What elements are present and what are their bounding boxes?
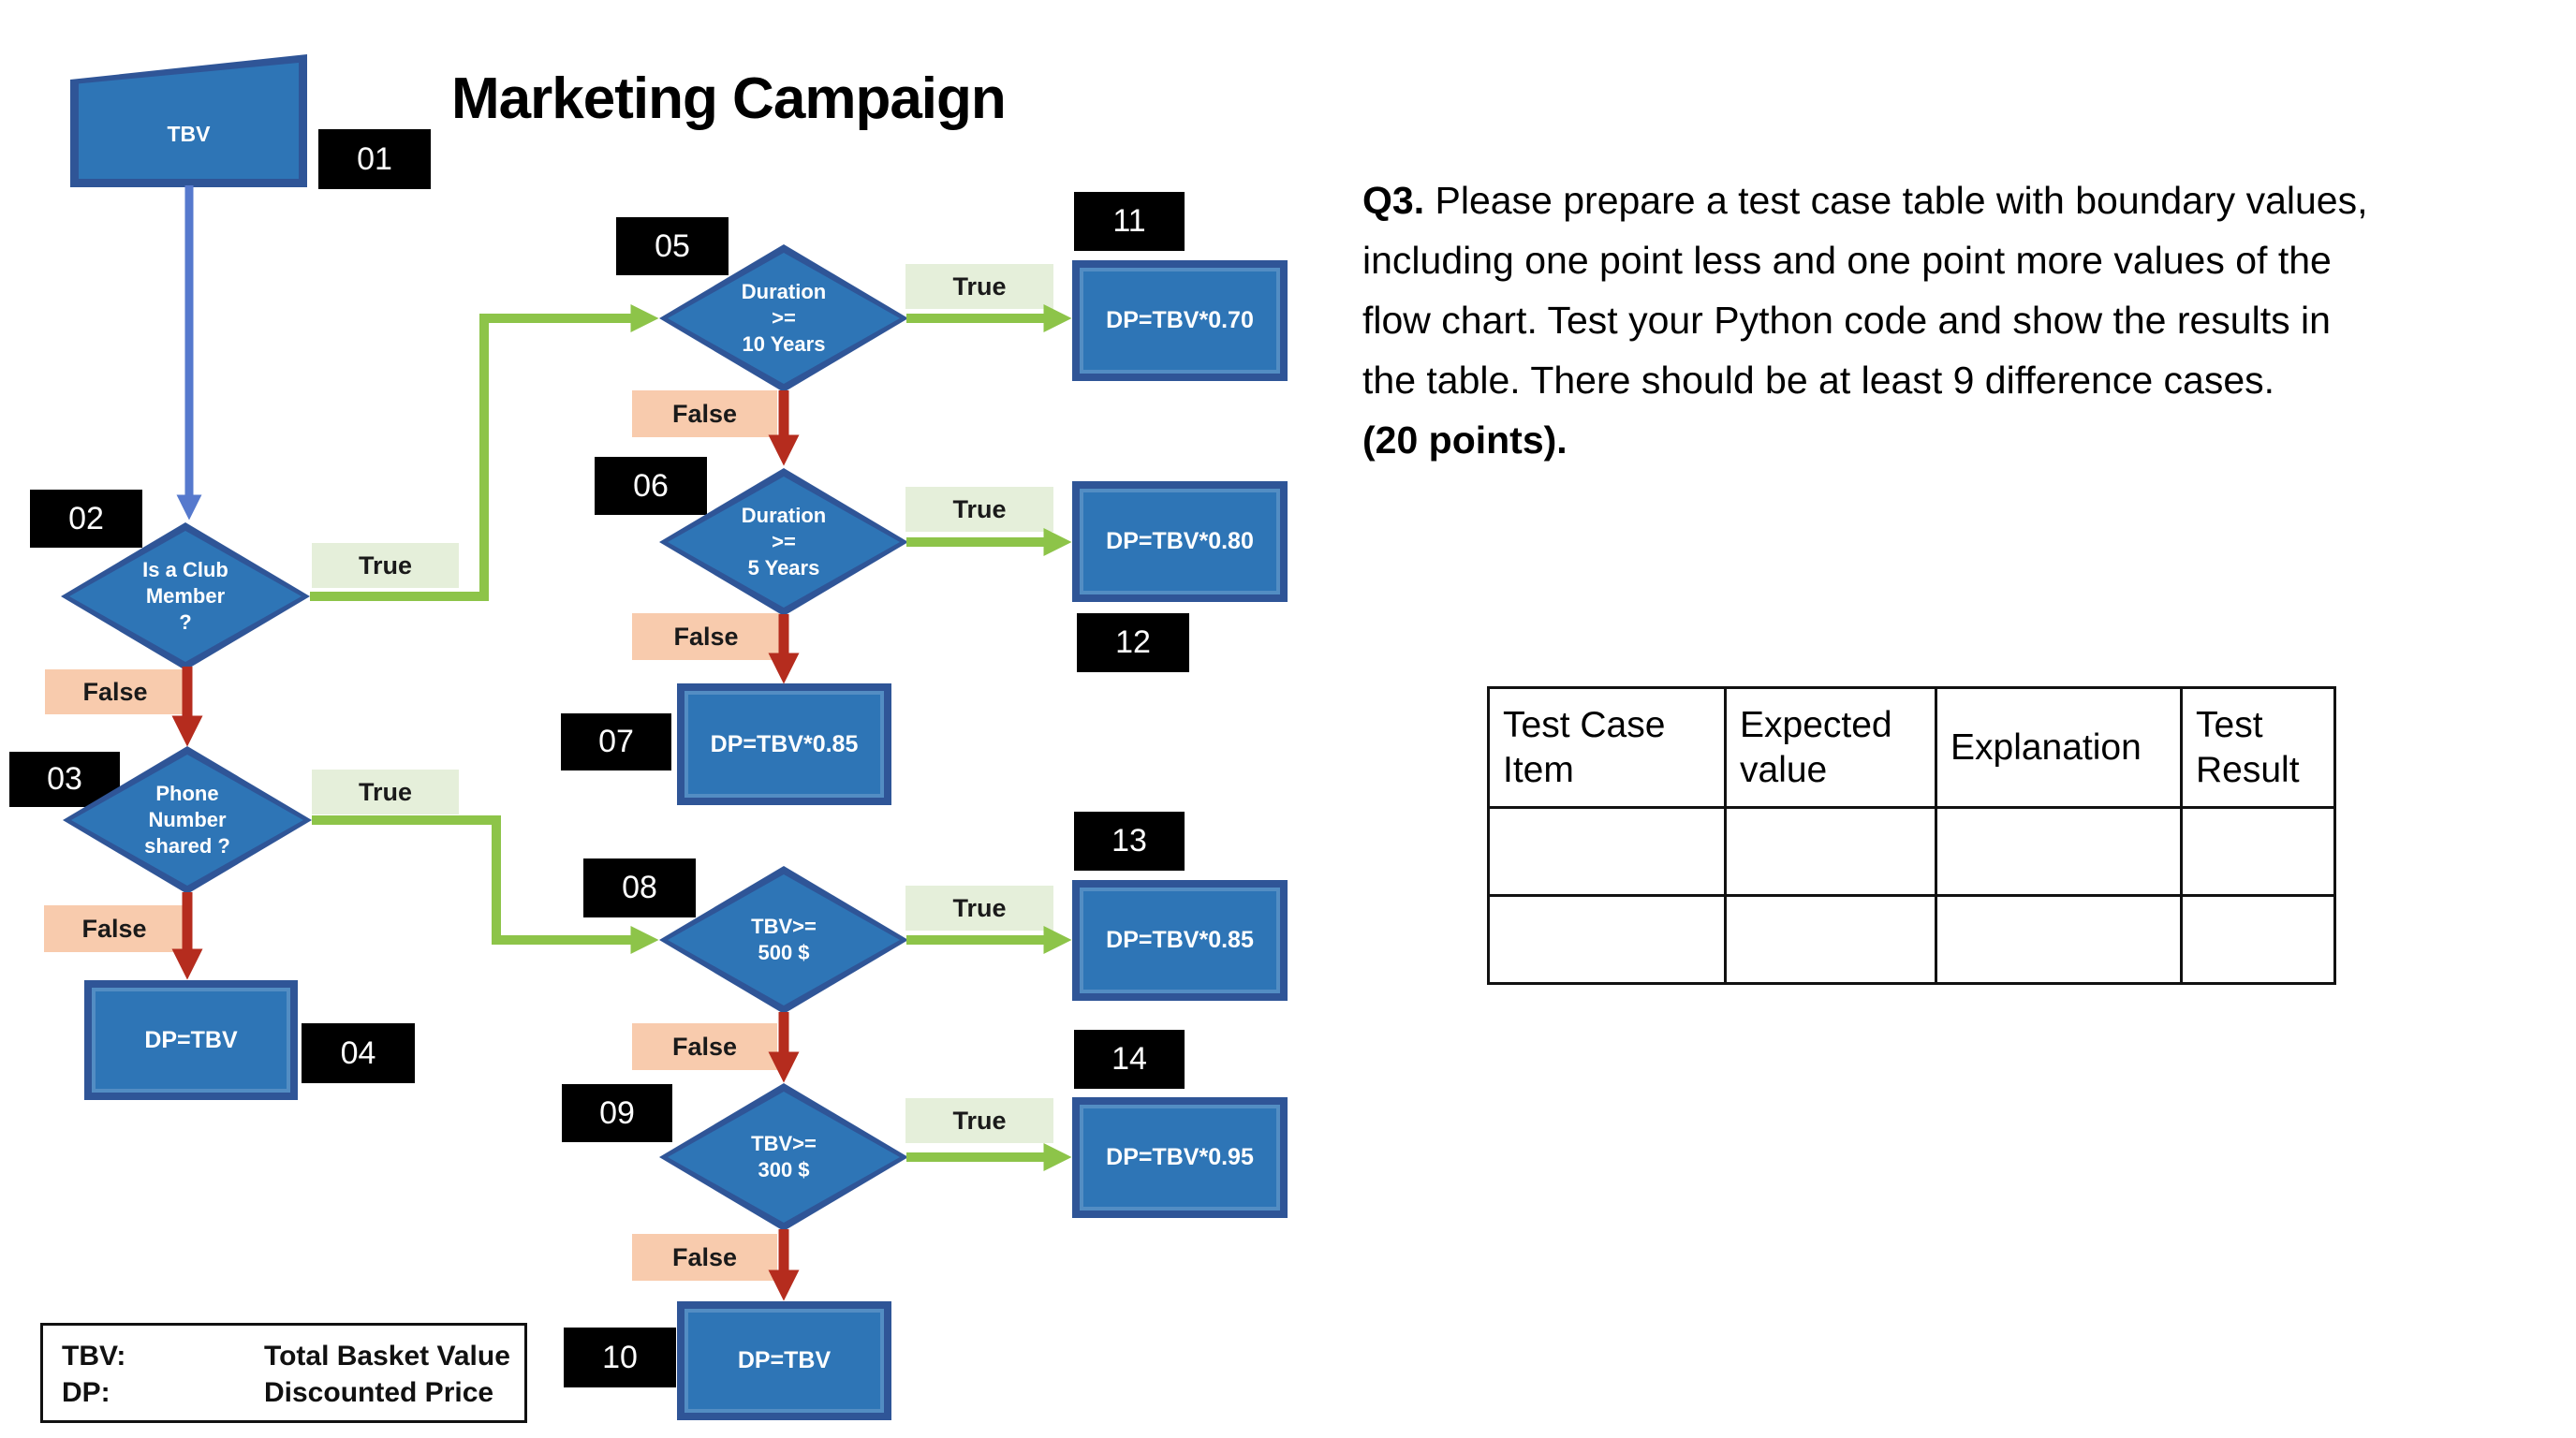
- false-label-dur10: False: [632, 390, 777, 437]
- start-node-tbv: TBV: [70, 54, 307, 187]
- process-dp-tbv-10: DP=TBV: [677, 1301, 891, 1420]
- legend-def-dp: Discounted Price: [264, 1377, 494, 1408]
- table-cell-empty: [1724, 894, 1937, 985]
- false-label-dur5: False: [632, 613, 780, 660]
- true-label-phone: True: [312, 770, 459, 814]
- true-label-dur10: True: [905, 264, 1053, 309]
- false-label-phone: False: [44, 905, 184, 952]
- true-label-tbv300: True: [905, 1098, 1053, 1143]
- process-dp-tbv085-13: DP=TBV*0.85: [1072, 880, 1288, 1001]
- test-case-table: Test Case Item Expected value Explanatio…: [1487, 686, 2336, 985]
- legend-box: TBV: Total Basket Value DP: Discounted Pri…: [40, 1323, 527, 1423]
- true-label-tbv500: True: [905, 886, 1053, 931]
- legend-term-dp: DP:: [62, 1377, 110, 1408]
- page-title: Marketing Campaign: [451, 66, 1007, 131]
- tag-01: 01: [318, 129, 431, 189]
- question-number: Q3.: [1362, 179, 1425, 222]
- question-line-1: Q3. Please prepare a test case table wit…: [1362, 179, 2368, 222]
- false-label-tbv500: False: [632, 1023, 777, 1070]
- decision-duration-5y: Duration >= 5 Years: [659, 468, 908, 616]
- col-header-explanation: Explanation: [1935, 686, 2183, 809]
- table-row: [1487, 806, 2336, 897]
- legend-term-tbv: TBV:: [62, 1341, 126, 1372]
- col-header-expected-value: Expected value: [1724, 686, 1937, 809]
- legend-row-tbv: TBV: Total Basket Value: [62, 1338, 524, 1374]
- decision-duration-10y: Duration >= 10 Years: [659, 244, 908, 392]
- process-dp-tbv080-12: DP=TBV*0.80: [1072, 481, 1288, 602]
- true-label-dur5: True: [905, 487, 1053, 532]
- question-line-4: the table. There should be at least 9 di…: [1362, 359, 2275, 402]
- decision-phone-shared: Phone Number shared ?: [63, 746, 312, 894]
- table-cell-empty: [2180, 806, 2336, 897]
- tag-07: 07: [561, 713, 671, 770]
- tag-09: 09: [562, 1084, 672, 1142]
- process-dp-tbv085-07: DP=TBV*0.85: [677, 683, 891, 805]
- tag-14: 14: [1074, 1030, 1185, 1089]
- tag-11: 11: [1074, 192, 1185, 251]
- table-cell-empty: [2180, 894, 2336, 985]
- decision-tbv-500: TBV>= 500 $: [659, 866, 908, 1014]
- tag-13: 13: [1074, 812, 1185, 871]
- question-text: Q3. Please prepare a test case table wit…: [1362, 170, 2367, 470]
- col-header-test-case-item: Test Case Item: [1487, 686, 1727, 809]
- table-row: [1487, 894, 2336, 985]
- tag-04: 04: [302, 1023, 415, 1083]
- start-node-fill: [79, 63, 299, 179]
- tag-12: 12: [1077, 613, 1189, 672]
- true-label-club: True: [312, 543, 459, 588]
- question-points: (20 points).: [1362, 418, 1568, 462]
- start-node-label: TBV: [167, 121, 211, 146]
- process-dp-tbv-04: DP=TBV: [84, 980, 298, 1100]
- table-cell-empty: [1487, 806, 1727, 897]
- decision-club-member: Is a Club Member ?: [61, 522, 310, 670]
- legend-row-dp: DP: Discounted Price: [62, 1374, 524, 1411]
- table-cell-empty: [1935, 894, 2183, 985]
- legend-def-tbv: Total Basket Value: [264, 1341, 510, 1372]
- tag-10: 10: [564, 1328, 676, 1387]
- process-dp-tbv070-11: DP=TBV*0.70: [1072, 260, 1288, 381]
- table-cell-empty: [1487, 894, 1727, 985]
- col-header-test-result: Test Result: [2180, 686, 2336, 809]
- process-dp-tbv095-14: DP=TBV*0.95: [1072, 1097, 1288, 1218]
- false-label-club: False: [45, 669, 185, 714]
- table-cell-empty: [1724, 806, 1937, 897]
- table-cell-empty: [1935, 806, 2183, 897]
- question-line-2: including one point less and one point m…: [1362, 239, 2332, 282]
- question-line-3: flow chart. Test your Python code and sh…: [1362, 299, 2331, 342]
- false-label-tbv300: False: [632, 1234, 777, 1281]
- decision-tbv-300: TBV>= 300 $: [659, 1083, 908, 1231]
- table-header-row: Test Case Item Expected value Explanatio…: [1487, 686, 2336, 809]
